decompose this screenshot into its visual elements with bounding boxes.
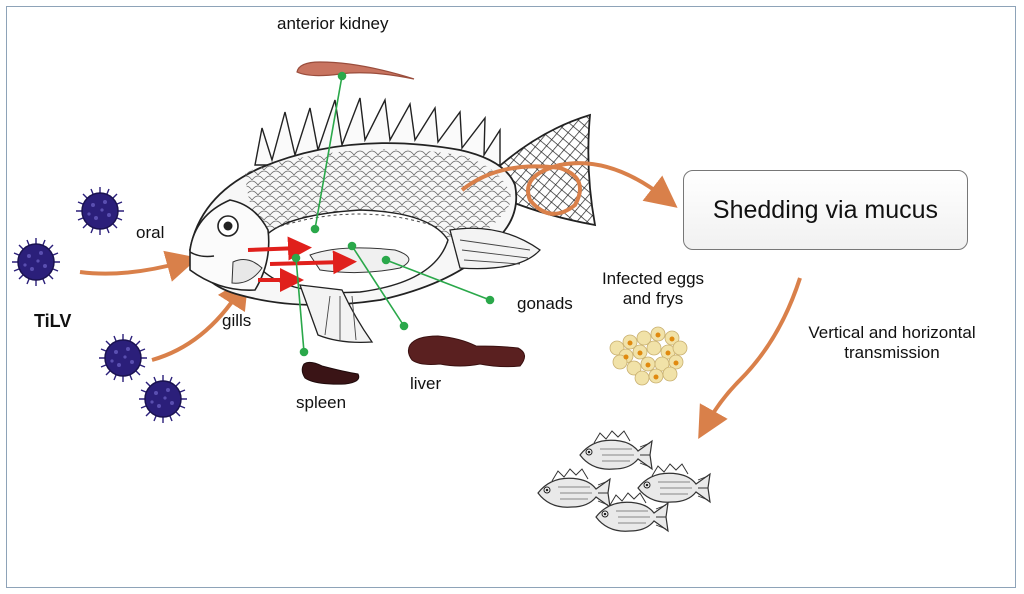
figure-border	[6, 6, 1016, 588]
spleen-illustration	[301, 361, 360, 385]
shedding-via-mucus-text: Shedding via mucus	[712, 195, 939, 224]
shedding-arrow	[460, 161, 678, 216]
organ-pointer-lines	[291, 71, 495, 357]
oral-entry-arrow	[79, 250, 199, 282]
label-tilv: TiLV	[34, 311, 72, 331]
label-transmission-line1: Vertical and horizontal	[808, 323, 976, 342]
label-infected-eggs-line2: and frys	[622, 289, 684, 308]
label-liver: liver	[410, 374, 442, 393]
label-infected-eggs: Infected eggs and frys	[600, 269, 706, 309]
transmission-arrow	[698, 277, 802, 439]
label-transmission: Vertical and horizontal transmission	[786, 323, 998, 363]
gills-entry-arrow	[151, 276, 249, 362]
small-fish-3	[637, 463, 711, 503]
label-anterior-kidney: anterior kidney	[277, 14, 389, 33]
small-fish-1	[579, 430, 653, 470]
virus-particle-1	[75, 186, 125, 236]
virus-particle-3	[98, 333, 148, 383]
virus-particle-2	[11, 237, 61, 287]
label-infected-eggs-line1: Infected eggs	[601, 269, 705, 288]
label-spleen: spleen	[296, 393, 347, 412]
shedding-via-mucus-box: Shedding via mucus	[683, 170, 968, 250]
infected-eggs-illustration	[609, 326, 688, 386]
virus-particle-4	[138, 374, 188, 424]
anterior-kidney-illustration	[296, 61, 415, 80]
label-gills: gills	[222, 311, 252, 330]
liver-illustration	[407, 335, 525, 368]
internal-spread-arrows	[247, 236, 357, 292]
label-gonads: gonads	[517, 294, 573, 313]
label-oral: oral	[136, 223, 165, 242]
label-transmission-line2: transmission	[844, 343, 940, 362]
small-fish-2	[537, 468, 611, 508]
